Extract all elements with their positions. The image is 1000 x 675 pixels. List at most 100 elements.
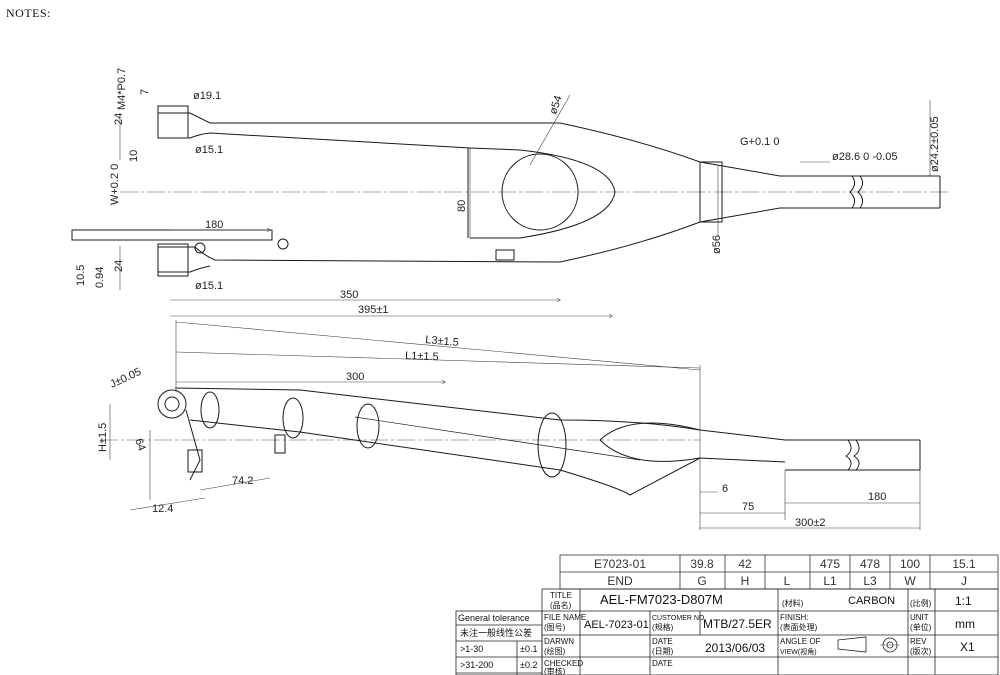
side-lower-outline — [189, 419, 786, 496]
date2-label: DATE — [652, 659, 673, 668]
spec-j-header: J — [961, 574, 967, 588]
dropout-tail — [185, 409, 201, 481]
file-name-label: FILE NAME — [544, 613, 586, 622]
date-label: DATE — [652, 637, 673, 646]
general-tolerance-cn: 未注一般线性公差 — [460, 627, 532, 638]
date-label-cn: (日期) — [652, 647, 674, 656]
dim-56: ø56 — [711, 235, 723, 254]
yoke-bore — [501, 153, 579, 231]
chainstay-line — [354, 416, 641, 461]
side-break-mark-2 — [853, 439, 860, 471]
side-break-mark — [845, 439, 852, 471]
upper-arm-inner — [158, 132, 471, 149]
unit-value: mm — [955, 617, 975, 631]
section-4 — [537, 412, 567, 478]
brake-mount-hole-1 — [194, 242, 206, 254]
break-mark-2 — [857, 175, 864, 209]
spec-end-value: E7023-01 — [594, 557, 646, 571]
finish-label-cn: (表面处理) — [780, 622, 818, 632]
brake-mount-rail — [71, 229, 273, 241]
dim-742: 74.2 — [232, 475, 253, 487]
spec-end-header: END — [607, 574, 633, 588]
spec-g-value: 39.8 — [690, 557, 714, 571]
lower-arm-inner — [158, 265, 211, 273]
tol-range-2: >31-200 — [460, 660, 493, 670]
drawn-label: DARWN — [544, 637, 574, 646]
angle-label-cn: VIEW(视角) — [780, 647, 817, 656]
dim-242: ø24.2±0.05 — [929, 116, 941, 172]
finish-label: FINISH: — [780, 613, 808, 622]
dim-19: ø19.1 — [193, 90, 221, 102]
upper-arm-outline — [158, 112, 785, 177]
dim-m4: M4*P0.7 — [116, 68, 128, 110]
dim-64: 64 — [132, 437, 147, 453]
spec-l1-header: L1 — [823, 574, 837, 588]
dimension-labels: M4*P0.7 7 ø19.1 24 10 ø15.1 W+0.2 0 ø54 … — [75, 68, 941, 529]
dim-300: 300 — [346, 371, 364, 383]
dim-54: ø54 — [547, 94, 564, 116]
dim-24a: 24 — [113, 113, 125, 125]
brake-mount-hole-2 — [277, 238, 289, 250]
tol-range-1: >1-30 — [460, 644, 483, 654]
side-view — [100, 320, 921, 530]
unit-label-cn: (单位) — [910, 622, 932, 632]
break-mark — [849, 175, 856, 209]
side-yoke — [599, 422, 701, 462]
dim-75: 75 — [742, 501, 754, 513]
dim-151b: ø15.1 — [195, 280, 223, 292]
top-view — [71, 94, 950, 316]
spec-h-header: H — [741, 574, 750, 588]
dim-300b: 300±2 — [795, 517, 826, 529]
axle-bore — [164, 396, 180, 412]
spec-w-header: W — [904, 574, 916, 588]
dim-80: 80 — [456, 200, 468, 212]
title-block-text: General tolerance 未注一般线性公差 >1-30 ±0.1 >3… — [458, 591, 975, 675]
section-3 — [356, 403, 380, 449]
dim-124: 12.4 — [152, 503, 173, 515]
dim-10: 10 — [128, 150, 140, 162]
spec-w-value: 100 — [900, 557, 920, 571]
customer-no-label: CUSTOMER NO. — [652, 615, 706, 622]
spec-l3-header: L3 — [863, 574, 877, 588]
title-label-cn: (品名) — [550, 600, 572, 610]
upper-dropout — [157, 105, 189, 139]
dim-105: 10.5 — [75, 265, 87, 286]
rev-label-cn: (版次) — [910, 646, 932, 656]
bearing-seat — [699, 161, 723, 223]
spec-l-header: L — [784, 574, 791, 588]
dim-395: 395±1 — [358, 304, 389, 316]
dim-h: H±1.5 — [97, 423, 109, 452]
date-value: 2013/06/03 — [705, 641, 765, 655]
axle-eye — [157, 389, 187, 419]
unit-label: UNIT — [910, 613, 929, 622]
dim-151a: ø15.1 — [195, 144, 223, 156]
spec-g-header: G — [697, 574, 706, 588]
dim-286: ø28.6 0 -0.05 — [832, 151, 897, 163]
dim-180b: 180 — [868, 491, 886, 503]
title-block — [455, 588, 999, 675]
dim-g: G+0.1 0 — [740, 136, 779, 148]
dim-6: 6 — [722, 483, 728, 495]
checked-label: CHECKED — [544, 659, 583, 668]
dim-j: J±0.05 — [108, 366, 143, 391]
lower-dropout — [157, 243, 189, 277]
title-value: AEL-FM7023-D807M — [600, 592, 723, 607]
general-tolerance-label: General tolerance — [458, 613, 530, 623]
dim-7: 7 — [139, 89, 151, 95]
material-value: CARBON — [848, 595, 895, 607]
spec-l3-value: 478 — [860, 557, 880, 571]
dim-l3: L3±1.5 — [425, 334, 459, 349]
tol-value-2: ±0.2 — [520, 660, 537, 670]
dim-094: 0.94 — [94, 267, 106, 288]
section-2 — [282, 397, 304, 439]
yoke-outline — [469, 147, 616, 239]
dim-l1: L1±1.5 — [405, 350, 439, 363]
material-label-cn: (材料) — [782, 598, 804, 608]
projection-symbol-icon — [837, 636, 900, 653]
dim-24b: 24 — [113, 260, 125, 272]
spec-h-value: 42 — [738, 557, 752, 571]
customer-value: MTB/27.5ER — [703, 617, 772, 631]
scale-value: 1:1 — [955, 594, 972, 608]
rev-value: X1 — [960, 640, 975, 654]
